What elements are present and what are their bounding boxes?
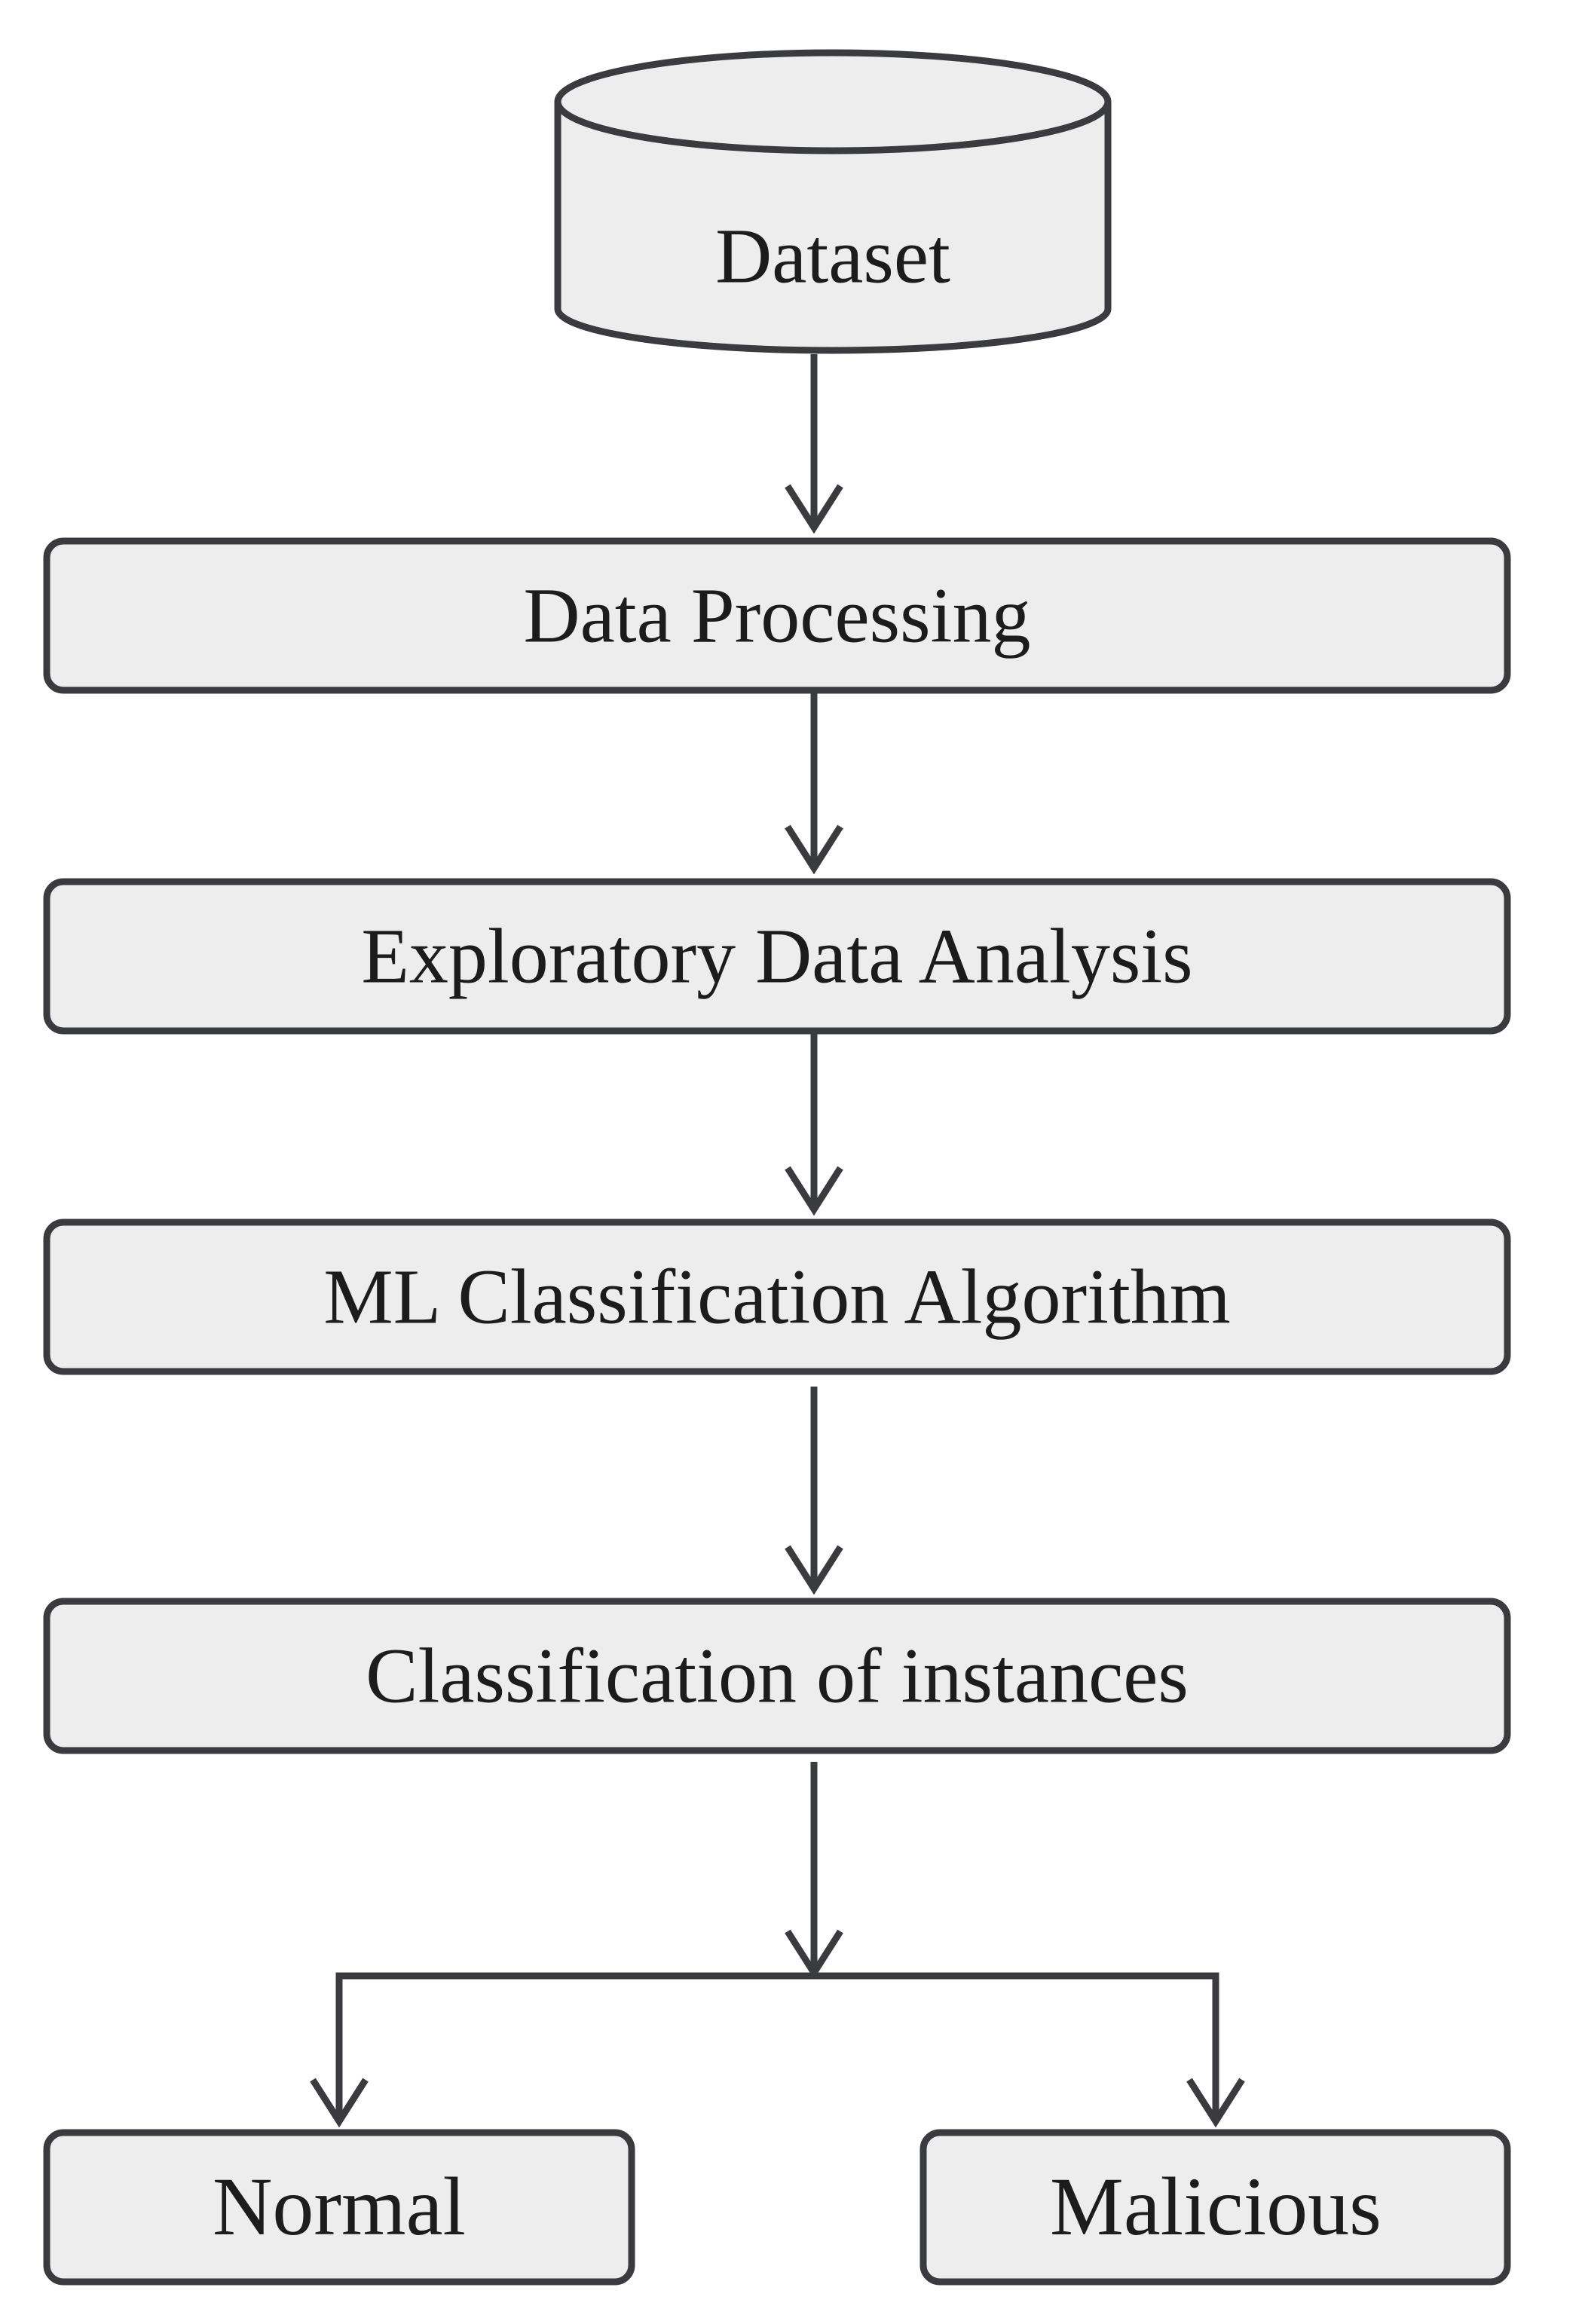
arrow-ml-to-classification <box>785 1387 843 1595</box>
ml-algorithm-label: ML Classification Algorithm <box>323 1254 1231 1341</box>
normal-label: Normal <box>213 2160 466 2252</box>
malicious-label: Malicious <box>1050 2160 1382 2252</box>
eda-node: Exploratory Data Analysis <box>43 878 1511 1035</box>
malicious-node: Malicious <box>919 2129 1511 2286</box>
normal-node: Normal <box>43 2129 635 2286</box>
eda-label: Exploratory Data Analysis <box>361 913 1192 1000</box>
dataset-node: Dataset <box>554 49 1112 354</box>
arrow-eda-to-ml <box>785 1034 843 1216</box>
dataset-cylinder-top <box>554 49 1112 154</box>
split-connector <box>310 1972 1245 2128</box>
arrow-dataset-to-processing <box>785 354 843 534</box>
arrow-classification-to-split <box>785 1762 843 1980</box>
classification-node: Classification of instances <box>43 1598 1511 1754</box>
dataset-cylinder-body <box>554 102 1112 354</box>
arrow-processing-to-eda <box>785 693 843 875</box>
dataset-label: Dataset <box>715 213 950 300</box>
data-processing-node: Data Processing <box>43 537 1511 694</box>
ml-algorithm-node: ML Classification Algorithm <box>43 1219 1511 1375</box>
data-processing-label: Data Processing <box>524 573 1031 659</box>
classification-label: Classification of instances <box>366 1633 1189 1720</box>
